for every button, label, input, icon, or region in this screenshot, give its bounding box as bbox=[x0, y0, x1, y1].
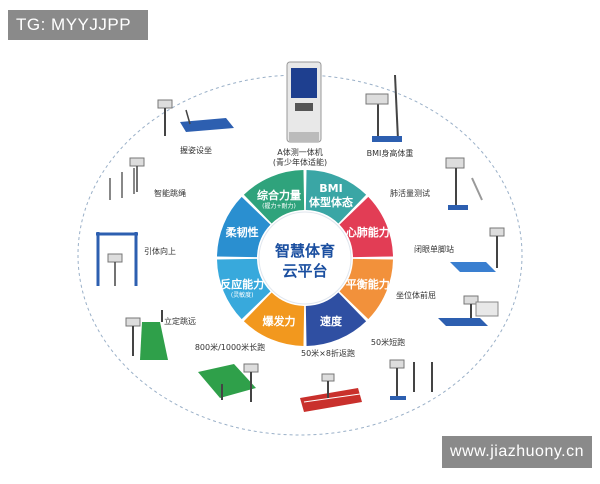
ring-segment bbox=[339, 196, 393, 258]
jump-rope-stands bbox=[109, 157, 145, 200]
ring-segment bbox=[217, 196, 271, 258]
center-circle bbox=[258, 211, 352, 305]
segment-label: 综合力量 bbox=[257, 188, 301, 202]
segment-label: 爆发力 bbox=[262, 314, 295, 328]
ring-segment bbox=[305, 170, 367, 224]
spirometer bbox=[445, 157, 483, 210]
segment-label: BMI bbox=[319, 182, 342, 195]
device-label-jumprope: 智能跳绳 bbox=[154, 188, 186, 198]
ring-segment bbox=[217, 258, 271, 320]
ring-segment bbox=[243, 292, 305, 346]
device-sublabel-kiosk: (青少年体适能) bbox=[273, 157, 327, 167]
ring-segment bbox=[305, 292, 367, 346]
segment-label-line2: 体型体态 bbox=[309, 195, 353, 209]
kiosk-machine bbox=[286, 61, 322, 143]
device-label-pullup: 引体向上 bbox=[144, 246, 176, 256]
device-label-spirometer: 肺活量测试 bbox=[390, 188, 430, 198]
segment-label: 柔韧性 bbox=[225, 225, 259, 239]
segment-label: 心肺能力 bbox=[346, 225, 390, 239]
sit-reach-bench bbox=[438, 295, 499, 326]
center-title: 智慧体育 bbox=[275, 242, 335, 260]
situp-bench bbox=[157, 99, 234, 136]
ring-segment bbox=[243, 170, 305, 224]
segment-label: 反应能力 bbox=[220, 277, 264, 291]
segment-label: 平衡能力 bbox=[346, 277, 390, 291]
device-label-balance: 闭眼单脚站 bbox=[414, 244, 454, 254]
device-label-bmi: BMI身高体重 bbox=[367, 148, 414, 158]
segment-sublabel: (握力+耐力) bbox=[262, 202, 296, 210]
watermark-top: TG: MYYJJPP bbox=[8, 10, 148, 40]
long-jump-mat bbox=[125, 310, 168, 360]
pullup-frame bbox=[96, 232, 138, 286]
balance-station bbox=[450, 227, 505, 272]
device-label-kiosk: A体测一体机 bbox=[277, 147, 322, 157]
center-subtitle: 云平台 bbox=[282, 262, 327, 280]
device-label-shuttle: 50米×8折返跑 bbox=[301, 348, 355, 358]
watermark-bottom: www.jiazhuony.cn bbox=[442, 436, 592, 468]
segment-label: 速度 bbox=[320, 314, 343, 328]
long-run-track bbox=[198, 363, 259, 402]
device-label-longjump: 立定跳远 bbox=[164, 316, 196, 326]
shuttle-track bbox=[300, 373, 362, 412]
device-label-situp: 握姿设坐 bbox=[180, 145, 212, 155]
bmi-scale bbox=[365, 74, 402, 142]
segment-sublabel: (灵敏度) bbox=[231, 291, 254, 299]
ring-segment bbox=[339, 258, 393, 320]
sprint-gates bbox=[389, 359, 433, 400]
device-label-sitreach: 坐位体前屈 bbox=[396, 290, 436, 300]
device-label-longrun: 800米/1000米长跑 bbox=[195, 342, 265, 352]
device-label-sprint: 50米短跑 bbox=[371, 337, 405, 347]
